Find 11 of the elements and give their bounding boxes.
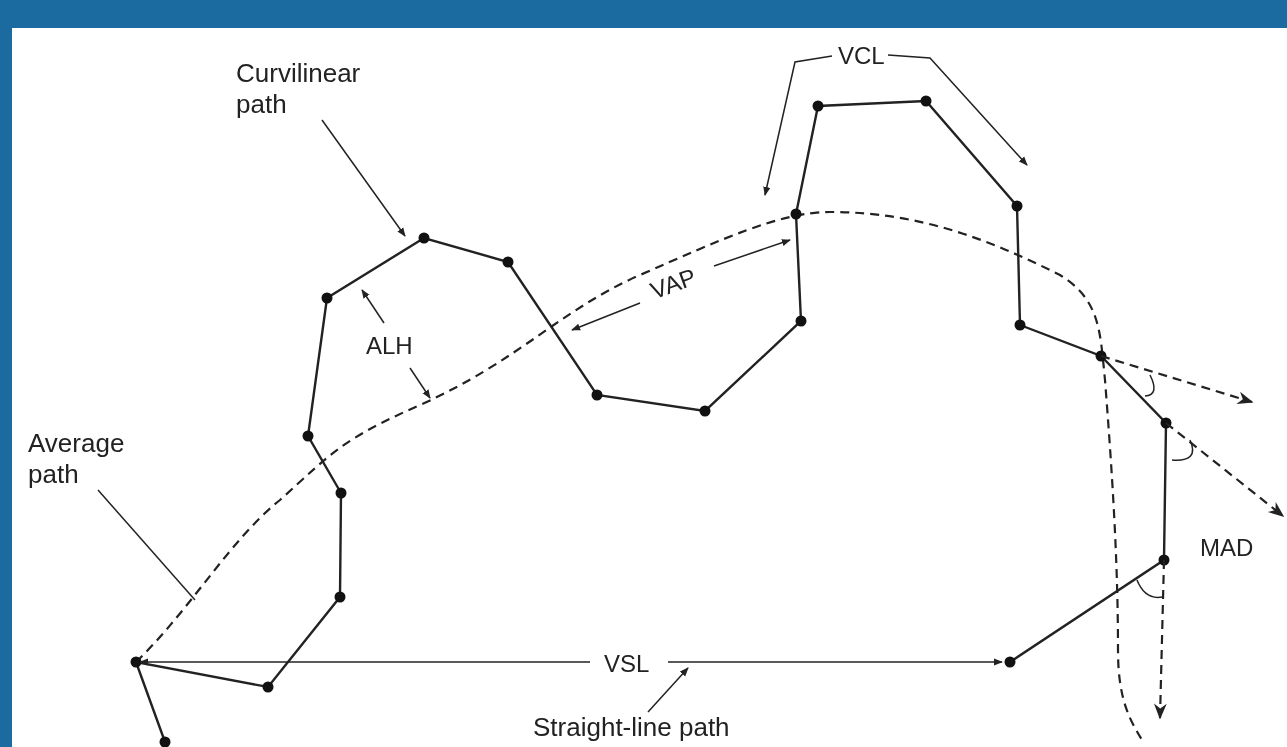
measure-label: ALH [366, 331, 413, 361]
leader-line [647, 667, 689, 713]
measure-label: VAP [646, 261, 701, 306]
leader-line [321, 119, 406, 237]
callout-text: Curvilinear path [236, 58, 386, 120]
callout-text: Average path [28, 428, 158, 490]
callout-text: Straight-line path [533, 712, 793, 743]
leader-line [97, 489, 196, 601]
measure-label: VCL [838, 41, 885, 71]
measure-label: MAD [1200, 533, 1254, 563]
measure-label: VSL [604, 649, 650, 679]
